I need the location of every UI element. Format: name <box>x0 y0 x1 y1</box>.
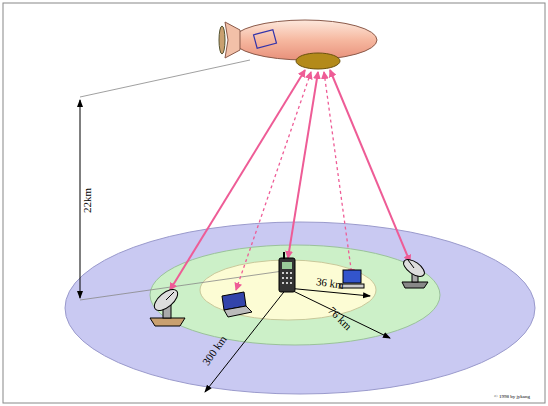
height-dimension <box>80 100 81 298</box>
mobile-phone <box>279 252 295 292</box>
outer-area <box>65 222 535 394</box>
middle-area <box>150 245 440 345</box>
radio-links <box>170 70 410 290</box>
satellite-dish <box>401 256 428 288</box>
airship <box>219 20 377 69</box>
satellite-dish <box>150 286 185 326</box>
laptop <box>222 292 252 317</box>
copyright-note: © 1998 by jykang <box>494 394 530 399</box>
frame <box>3 3 545 403</box>
height-label: 22km <box>83 187 94 212</box>
